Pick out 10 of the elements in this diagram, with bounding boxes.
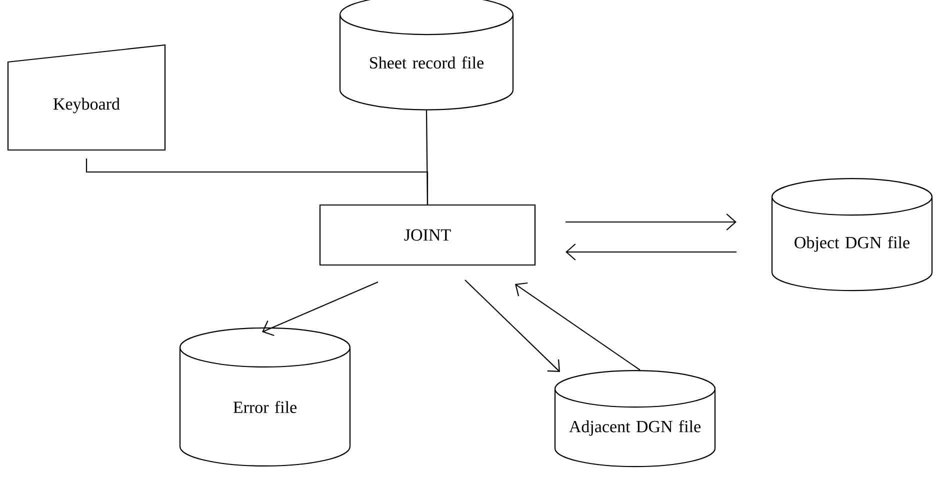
file-cylinder: Object DGN file	[771, 178, 933, 292]
arrow	[262, 282, 378, 336]
process-box: JOINT	[319, 204, 536, 266]
file-cylinder: Sheet record file	[339, 0, 514, 110]
file-cylinder: Error file	[179, 327, 351, 467]
arrow	[566, 214, 736, 230]
file-cylinder: Adjacent DGN file	[554, 370, 716, 468]
arrow	[566, 244, 736, 260]
arrow	[515, 282, 640, 370]
arrow	[464, 280, 560, 372]
